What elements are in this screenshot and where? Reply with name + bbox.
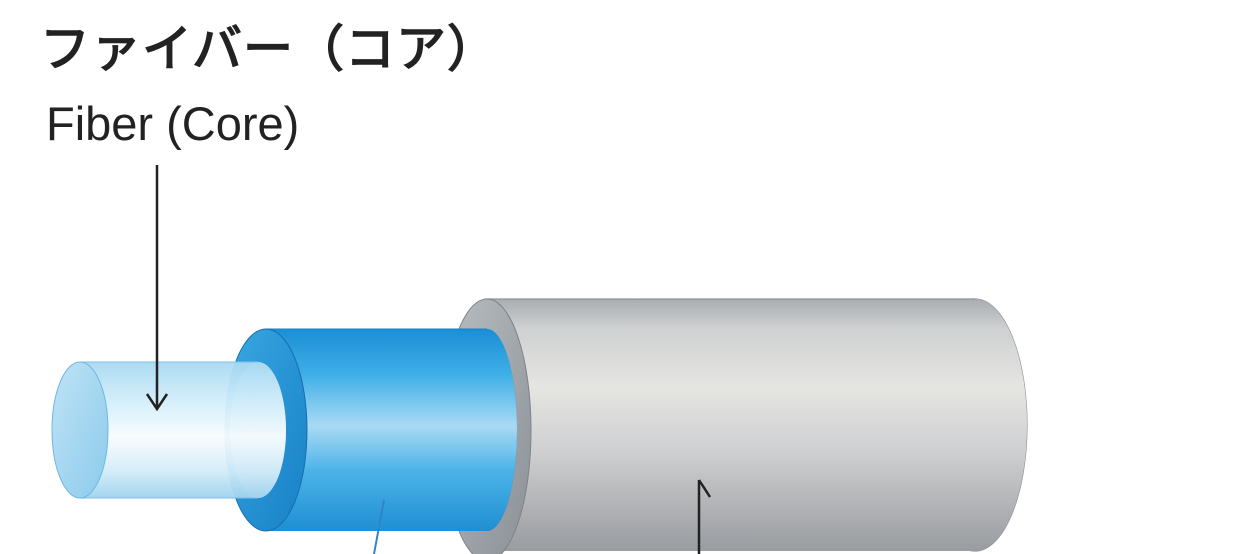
fiber-core xyxy=(51,361,286,499)
jacket-pointer-arrow xyxy=(697,479,712,554)
core-pointer-arrow xyxy=(145,165,169,412)
core-label-english: Fiber (Core) xyxy=(46,97,300,150)
cladding-pointer-line xyxy=(373,499,385,554)
core-label-japanese: ファイバー（コア） xyxy=(40,20,498,78)
outer-jacket xyxy=(442,298,1028,554)
